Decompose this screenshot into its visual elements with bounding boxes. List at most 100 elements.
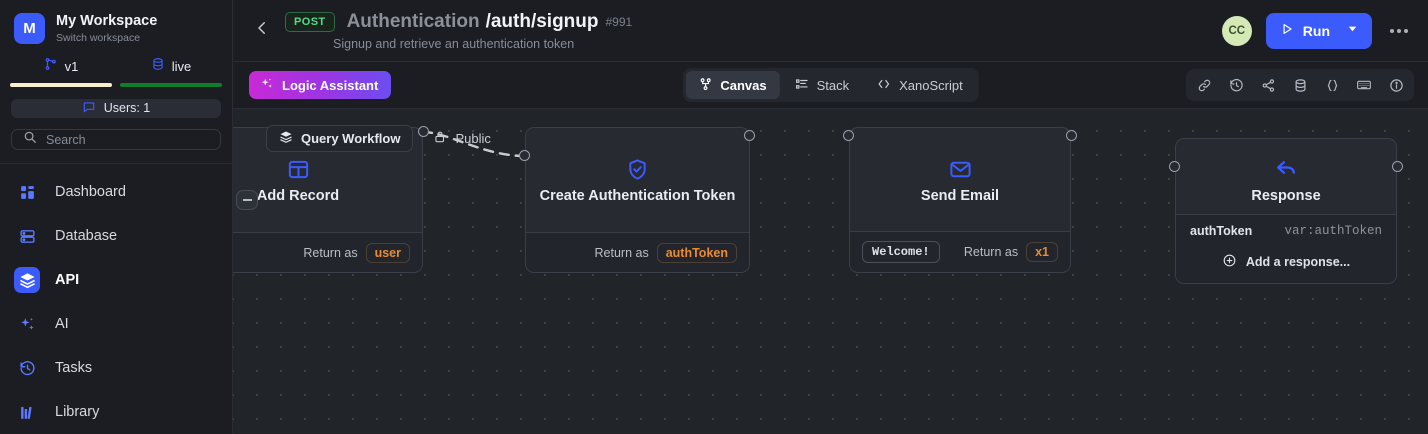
- braces-icon[interactable]: [1318, 72, 1346, 98]
- comment-icon: [82, 100, 96, 117]
- keyboard-icon[interactable]: [1350, 72, 1378, 98]
- endpoint-path: /auth/signup: [485, 10, 599, 32]
- main-area: POST Authentication /auth/signup #991 Si…: [233, 0, 1428, 434]
- method-badge: POST: [285, 11, 335, 32]
- tab-xanoscript[interactable]: XanoScript: [864, 71, 976, 99]
- sidebar-item-database[interactable]: Database: [0, 214, 232, 258]
- env-tab-v1-underline: [10, 83, 112, 87]
- workspace-switcher[interactable]: M My Workspace Switch workspace: [0, 0, 232, 55]
- port-send-email-out[interactable]: [1066, 130, 1077, 141]
- environment-tabs: v1 live: [0, 55, 232, 87]
- users-pill-label: Users: 1: [103, 101, 151, 116]
- node-add-record-title: Add Record: [256, 188, 340, 204]
- node-add-record-header: Add Record: [233, 128, 422, 232]
- node-send-email-tag[interactable]: Welcome!: [862, 241, 940, 263]
- sparkles-icon: [260, 77, 274, 94]
- workflow-canvas[interactable]: Query Workflow Public: [233, 109, 1428, 434]
- sidebar-item-library[interactable]: Library: [0, 390, 232, 434]
- kebab-dot: [1397, 28, 1401, 33]
- reply-icon: [1274, 156, 1299, 181]
- node-add-record-return-value[interactable]: user: [365, 242, 410, 263]
- sidebar-item-api[interactable]: API: [0, 258, 232, 302]
- search-box[interactable]: [11, 128, 221, 151]
- sidebar-item-dashboard[interactable]: Dashboard: [0, 170, 232, 214]
- public-chip[interactable]: Public: [421, 125, 502, 152]
- node-create-auth-token-return-value[interactable]: authToken: [656, 242, 737, 263]
- node-add-record-body: Return as user: [233, 232, 422, 272]
- unlock-icon: [433, 130, 447, 147]
- users-pill[interactable]: Users: 1: [11, 99, 221, 118]
- logic-assistant-button[interactable]: Logic Assistant: [249, 71, 392, 99]
- kebab-dot: [1390, 28, 1394, 33]
- workspace-logo: M: [14, 13, 45, 44]
- query-workflow-chip-label: Query Workflow: [301, 131, 401, 146]
- port-response-out[interactable]: [1392, 161, 1403, 172]
- port-response-in[interactable]: [1169, 161, 1180, 172]
- chevron-left-icon: [253, 19, 271, 42]
- sidebar-divider: [0, 163, 232, 164]
- sidebar-item-dashboard-label: Dashboard: [55, 184, 126, 200]
- node-response[interactable]: Response authToken var:authToken Add a r…: [1175, 138, 1397, 284]
- avatar[interactable]: CC: [1221, 15, 1252, 46]
- database-icon[interactable]: [1286, 72, 1314, 98]
- layers-icon: [14, 267, 40, 293]
- sidebar-item-ai[interactable]: AI: [0, 302, 232, 346]
- sidebar-item-database-label: Database: [55, 228, 118, 244]
- node-create-auth-token-header: Create Authentication Token: [526, 128, 749, 232]
- run-dropdown-toggle[interactable]: [1342, 22, 1372, 40]
- node-add-record-left-nub[interactable]: [236, 190, 258, 210]
- node-create-auth-token-title: Create Authentication Token: [539, 188, 736, 204]
- sidebar-item-tasks[interactable]: Tasks: [0, 346, 232, 390]
- link-icon[interactable]: [1190, 72, 1218, 98]
- response-row[interactable]: authToken var:authToken: [1190, 222, 1382, 238]
- query-workflow-chip[interactable]: Query Workflow: [266, 125, 414, 152]
- node-create-auth-token-return-label: Return as: [594, 245, 649, 260]
- canvas-chip-group: Query Workflow Public: [266, 125, 503, 152]
- share-icon[interactable]: [1254, 72, 1282, 98]
- node-create-auth-token[interactable]: Create Authentication Token Return as au…: [525, 127, 750, 273]
- env-tab-live[interactable]: live: [120, 55, 222, 87]
- workflow-toolbar: Logic Assistant Canvas Stack: [233, 62, 1428, 109]
- tab-stack-label: Stack: [816, 77, 850, 93]
- run-button[interactable]: Run: [1265, 12, 1372, 49]
- node-send-email-title: Send Email: [920, 187, 1000, 204]
- kebab-dot: [1404, 28, 1408, 33]
- add-response-button[interactable]: Add a response...: [1190, 246, 1382, 273]
- tab-canvas[interactable]: Canvas: [685, 71, 780, 99]
- node-send-email-return-value[interactable]: x1: [1026, 242, 1058, 262]
- node-add-record-return-label: Return as: [303, 245, 358, 260]
- logic-assistant-label: Logic Assistant: [282, 77, 379, 93]
- workspace-name: My Workspace: [56, 13, 158, 30]
- back-button[interactable]: [245, 14, 279, 48]
- code-icon: [877, 77, 891, 94]
- node-create-auth-token-body: Return as authToken: [526, 232, 749, 272]
- sidebar-item-api-label: API: [55, 272, 80, 288]
- chevron-down-icon: [1346, 22, 1359, 40]
- sidebar-item-ai-label: AI: [55, 316, 69, 332]
- database-icon: [151, 57, 165, 76]
- public-chip-label: Public: [455, 131, 491, 146]
- run-button-label: Run: [1302, 22, 1330, 39]
- history-icon[interactable]: [1222, 72, 1250, 98]
- tab-stack[interactable]: Stack: [782, 71, 863, 99]
- node-send-email[interactable]: Send Email Welcome! Return as x1: [849, 127, 1071, 273]
- port-send-email-in[interactable]: [843, 130, 854, 141]
- sidebar-nav: Dashboard Database API AI: [0, 164, 232, 434]
- info-icon[interactable]: [1382, 72, 1410, 98]
- endpoint-description: Signup and retrieve an authentication to…: [333, 36, 575, 51]
- database-icon: [14, 223, 40, 249]
- port-create-auth-token-in[interactable]: [519, 150, 530, 161]
- node-send-email-return-label: Return as: [963, 245, 1019, 259]
- search-input[interactable]: [46, 132, 209, 147]
- stack-icon: [795, 77, 809, 94]
- run-button-main[interactable]: Run: [1266, 22, 1342, 39]
- env-tab-v1[interactable]: v1: [10, 55, 112, 87]
- sidebar: M My Workspace Switch workspace v1: [0, 0, 233, 434]
- port-create-auth-token-out[interactable]: [744, 130, 755, 141]
- tab-canvas-label: Canvas: [720, 77, 767, 93]
- sidebar-item-tasks-label: Tasks: [55, 360, 93, 376]
- endpoint-header: POST Authentication /auth/signup #991 Si…: [233, 0, 1428, 62]
- more-options-button[interactable]: [1386, 21, 1412, 41]
- add-response-label: Add a response...: [1245, 255, 1351, 269]
- play-icon: [1280, 22, 1294, 39]
